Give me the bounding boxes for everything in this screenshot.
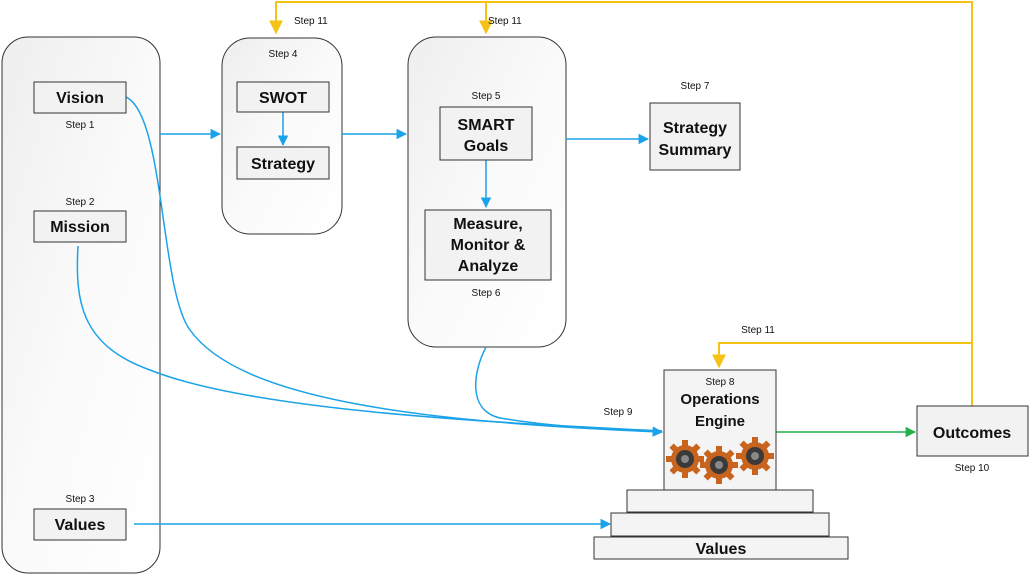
gear-icon [700, 446, 738, 484]
step-3-label: Step 3 [66, 494, 95, 505]
smart-goals-box: SMART Goals [439, 106, 533, 161]
strategy-box: Strategy [236, 146, 330, 180]
values-label: Values [55, 517, 106, 534]
values-base: Values [593, 489, 849, 560]
mission-to-engine-curve [76, 245, 663, 432]
smart-label: SMART [458, 117, 515, 134]
outcomes-label: Outcomes [933, 425, 1011, 442]
step-11-label: Step 11 [294, 16, 328, 27]
vision-label: Vision [56, 90, 104, 107]
measure-label-1: Measure, [453, 216, 522, 233]
values-base-label: Values [696, 541, 747, 558]
step-9-label: Step 9 [604, 407, 633, 418]
feedback-line-main [269, 1, 973, 406]
step-6-label: Step 6 [472, 288, 501, 299]
step-1-label: Step 1 [66, 120, 95, 131]
measure-label-2: Monitor & [451, 237, 526, 254]
gear-icon [736, 437, 774, 475]
step-11-label: Step 11 [488, 16, 522, 27]
step-11-label: Step 11 [741, 325, 775, 336]
strategy-summary-box: Strategy Summary [649, 102, 741, 171]
engine-label-1: Operations [680, 391, 759, 408]
measure-box: Measure, Monitor & Analyze [424, 209, 552, 281]
feedback-lines [269, 1, 973, 406]
flow-lines [76, 96, 664, 530]
values-box: Values [33, 508, 127, 541]
goals-label: Goals [464, 138, 509, 155]
summary-label-1: Strategy [663, 120, 727, 137]
step-10-label: Step 10 [955, 463, 990, 474]
swot-label: SWOT [259, 90, 307, 107]
swot-box: SWOT [236, 81, 330, 113]
step-5-label: Step 5 [472, 91, 501, 102]
vision-to-engine-curve [125, 96, 664, 437]
measure-label-3: Analyze [458, 258, 519, 275]
feedback-line-engine [712, 342, 972, 369]
goals-to-engine-curve [474, 346, 663, 432]
mission-box: Mission [33, 210, 127, 243]
step-7-label: Step 7 [681, 81, 710, 92]
mission-label: Mission [50, 219, 110, 236]
vision-box: Vision [33, 81, 127, 114]
outcomes-box: Outcomes [916, 405, 1029, 457]
step-4-label: Step 4 [269, 49, 298, 60]
step-8-label: Step 8 [706, 377, 735, 388]
strategy-label: Strategy [251, 156, 315, 173]
step-2-label: Step 2 [66, 197, 95, 208]
gear-icon [666, 440, 704, 478]
swot-panel [221, 37, 343, 235]
goals-panel [407, 36, 567, 348]
engine-label-2: Engine [695, 413, 745, 430]
summary-label-2: Summary [659, 142, 732, 159]
